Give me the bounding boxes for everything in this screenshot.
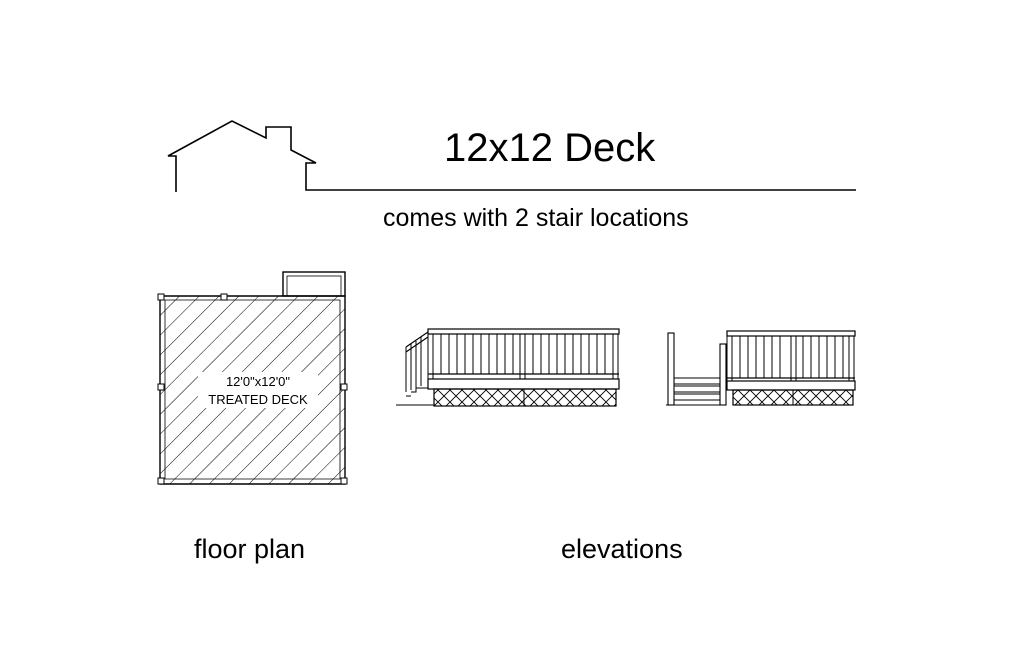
elevation-side xyxy=(666,330,856,406)
floor-plan-caption: floor plan xyxy=(194,534,306,564)
elevations-caption: elevations xyxy=(561,534,683,564)
deck-material-label: TREATED DECK xyxy=(208,392,308,407)
deck-dimension-label: 12'0"x12'0" xyxy=(226,374,290,389)
house-outline-icon xyxy=(167,120,856,192)
floor-plan-drawing: 12'0"x12'0" TREATED DECK xyxy=(157,271,348,485)
page-subtitle: comes with 2 stair locations xyxy=(383,204,689,232)
page-title: 12x12 Deck xyxy=(444,126,656,170)
elevation-front xyxy=(396,328,620,407)
